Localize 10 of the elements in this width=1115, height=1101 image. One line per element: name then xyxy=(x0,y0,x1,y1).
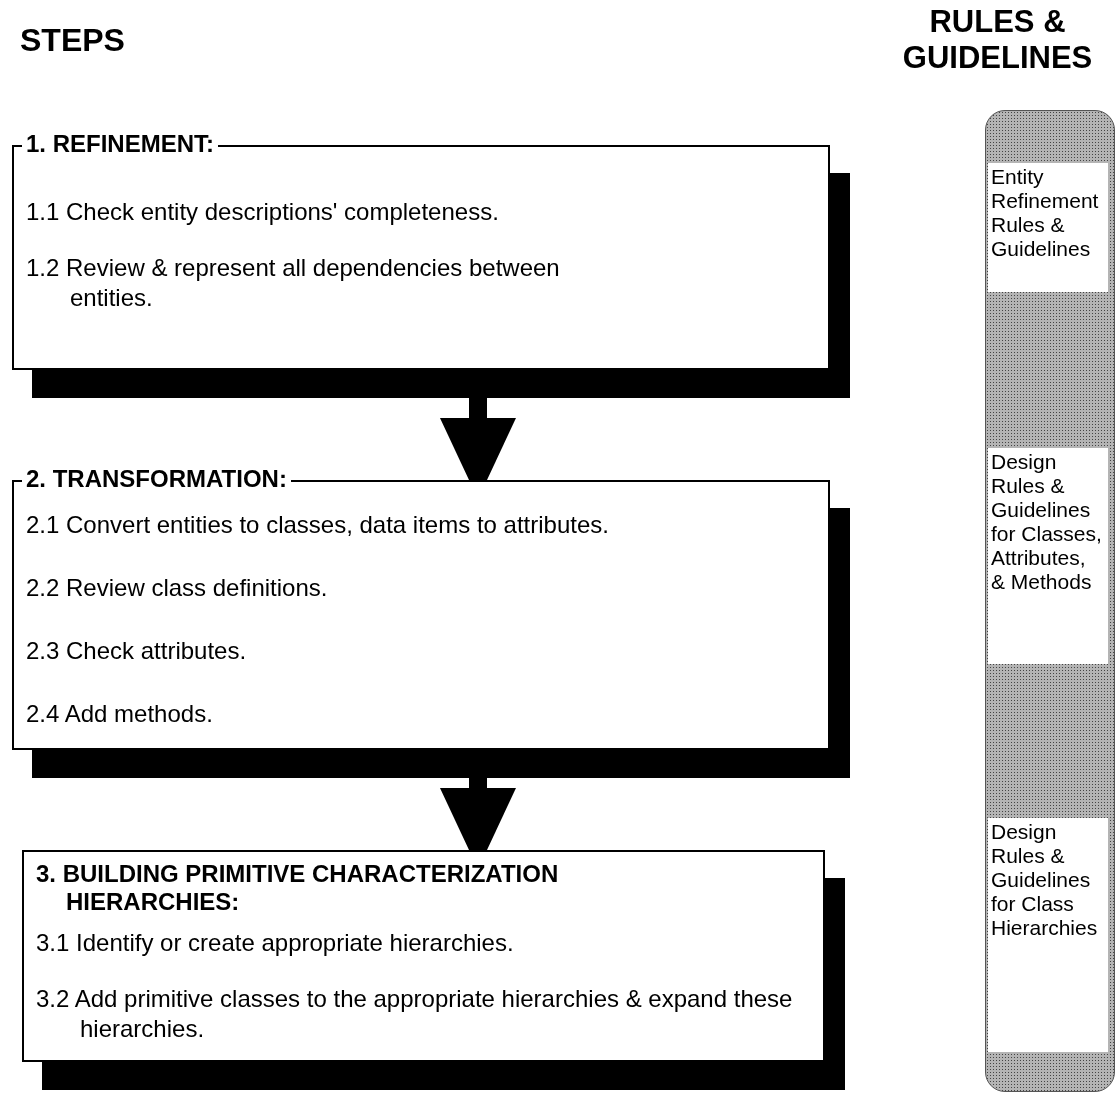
step-item: 2.1 Convert entities to classes, data items to attributes. xyxy=(26,510,610,540)
panel-heading: RULES & GUIDELINES xyxy=(901,4,1094,76)
step-item: 2.4 Add methods. xyxy=(26,699,214,729)
step-item: 1.1 Check entity descriptions' completeness. xyxy=(26,197,500,227)
step-item: 3.2 Add primitive classes to the appropriate hierarchies & expand these hierarchies. xyxy=(36,984,794,1044)
step-item: 2.2 Review class definitions. xyxy=(26,573,329,603)
section-heading: STEPS xyxy=(20,22,125,59)
step-item: 2.3 Check attributes. xyxy=(26,636,248,666)
step-item: 3.1 Identify or create appropriate hierarchies. xyxy=(36,928,515,958)
step-item: 1.2 Review & represent all dependencies between entities. xyxy=(26,253,561,313)
